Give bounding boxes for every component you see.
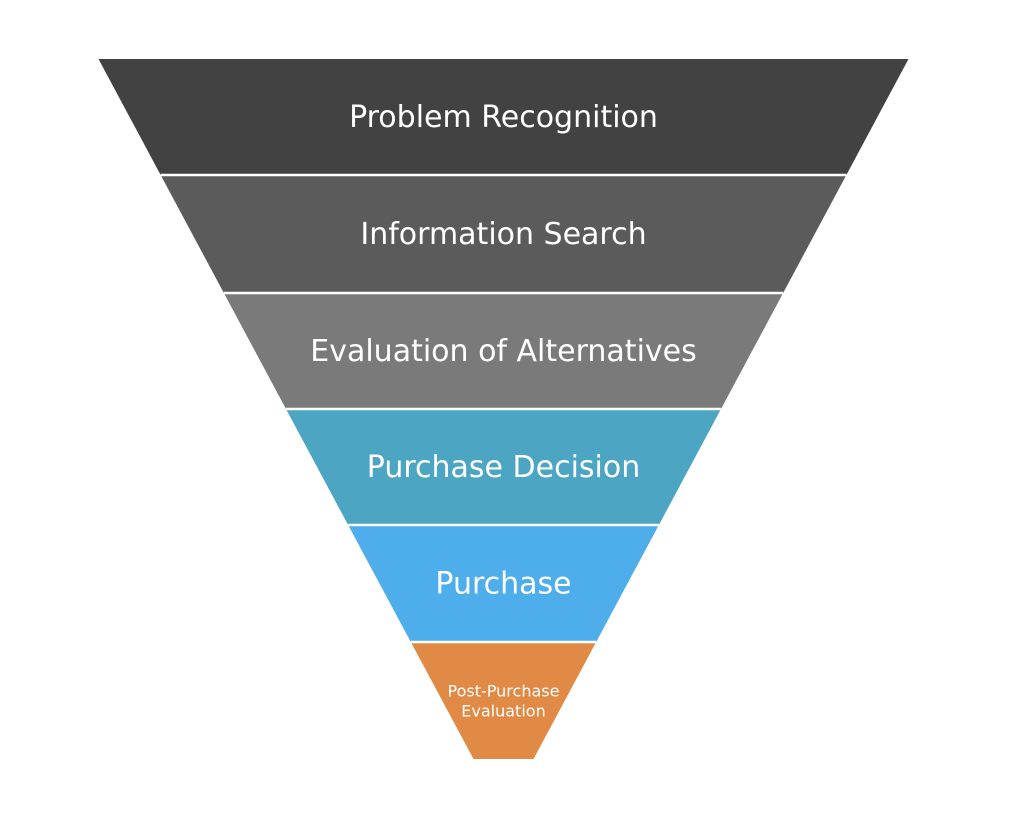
funnel-stage-5-label-line: Purchase bbox=[435, 566, 571, 601]
funnel-stage-6-label-line: Evaluation bbox=[461, 701, 545, 720]
funnel-stage-4-label: Purchase Decision bbox=[367, 450, 641, 485]
funnel-stage-3 bbox=[223, 293, 784, 409]
funnel-stage-4-label-line: Purchase Decision bbox=[367, 450, 641, 485]
funnel-stage-5-label: Purchase bbox=[435, 566, 571, 601]
funnel-stage-1-label: Problem Recognition bbox=[349, 100, 658, 135]
funnel-stage-6-label-line: Post-Purchase bbox=[448, 681, 560, 700]
funnel-stage-2-label: Information Search bbox=[360, 217, 646, 252]
funnel-stage-1-label-line: Problem Recognition bbox=[349, 100, 658, 135]
funnel-stage-2 bbox=[160, 175, 847, 293]
funnel-stage-6 bbox=[410, 642, 597, 759]
funnel-stage-5 bbox=[348, 525, 659, 642]
funnel-stage-3-label-line: Evaluation of Alternatives bbox=[310, 334, 697, 369]
funnel-stage-3-label: Evaluation of Alternatives bbox=[310, 334, 697, 369]
funnel-stage-1 bbox=[98, 59, 909, 175]
funnel-stage-4 bbox=[286, 409, 721, 525]
funnel-stage-2-label-line: Information Search bbox=[360, 217, 646, 252]
